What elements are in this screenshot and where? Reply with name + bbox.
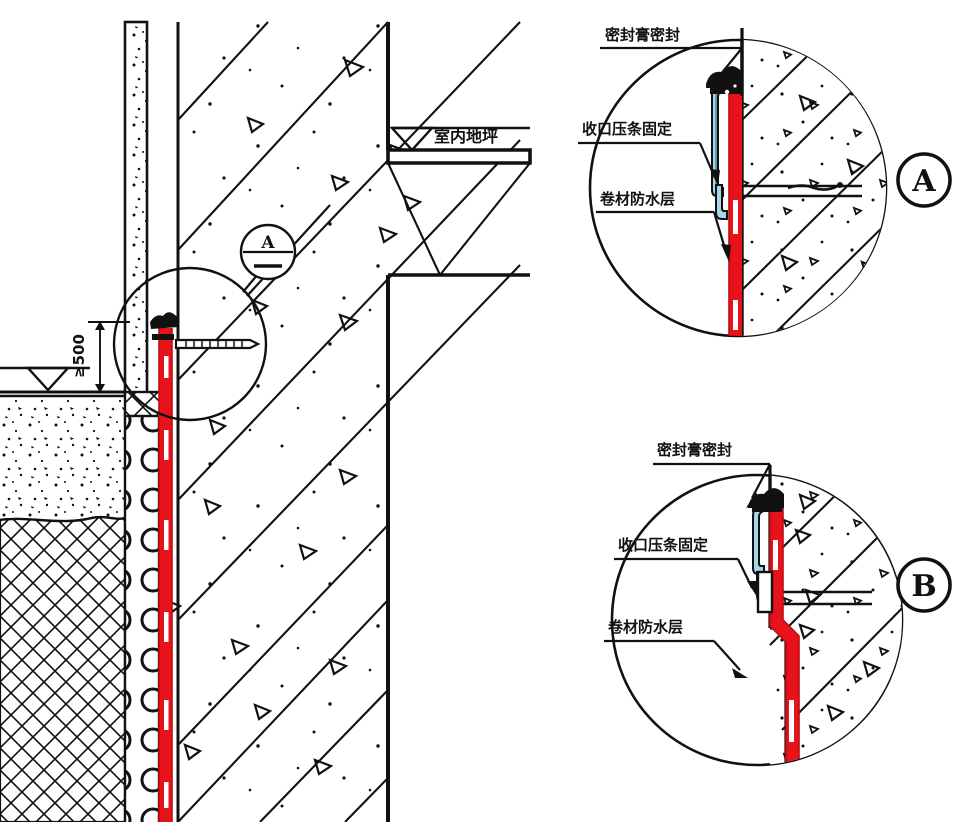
main-wall-section: 室内地坪 ≥500: [0, 20, 532, 822]
detail-b-mark-letter: B: [911, 569, 936, 604]
detail-b-membrane: [769, 502, 800, 765]
detail-b-label-sealant: 密封膏密封: [653, 441, 771, 508]
floor-level-symbol: [389, 126, 530, 152]
detail-a-label-sealant: 密封膏密封: [600, 26, 743, 88]
detail-callout-circle-a: [112, 266, 268, 422]
arrowhead: [747, 581, 758, 597]
arrowhead: [746, 492, 760, 508]
detail-marker-letter: A: [260, 233, 275, 253]
detail-b-mark: B: [896, 557, 952, 613]
dimension-500: ≥500: [70, 321, 130, 393]
detail-b-pressure-plate: [756, 570, 774, 614]
detail-a-label-membrane: 卷材防水层: [596, 190, 731, 262]
detail-a-lap-mark: [733, 200, 738, 234]
dimple-drainage-board: [123, 412, 161, 822]
detail-a-lap-mark: [733, 300, 738, 330]
detail-b-trim-bar: [752, 504, 774, 614]
detail-a-sealant-text: 密封膏密封: [605, 26, 680, 44]
detail-b-trim-text: 收口压条固定: [618, 536, 708, 554]
arrowhead: [732, 668, 748, 678]
detail-a-concrete: [742, 40, 886, 336]
detail-marker-bubble-a: A: [239, 223, 297, 281]
wall-outlines: [176, 22, 390, 822]
detail-a-fastener: [742, 182, 862, 198]
detail-a-label-trim: 收口压条固定: [578, 120, 720, 186]
exterior-soil: [0, 394, 127, 822]
detail-b-sealant-text: 密封膏密封: [657, 441, 732, 459]
detail-b-membrane-text: 卷材防水层: [607, 618, 683, 636]
concrete-wall-body: [163, 21, 521, 822]
detail-a-mark: A: [896, 152, 952, 208]
concrete-hatch: [177, 21, 521, 822]
membrane-top-sealant: [150, 312, 180, 329]
detail-a: 密封膏密封 收口压条固定 卷材防水层 A: [578, 26, 952, 338]
detail-b-lap-mark: [789, 700, 794, 742]
trim-fastener: [174, 338, 261, 350]
detail-a-trim-text: 收口压条固定: [582, 120, 672, 138]
detail-a-membrane-text: 卷材防水层: [599, 190, 675, 208]
detail-b-label-trim: 收口压条固定: [614, 536, 758, 597]
membrane-lap-marks: [164, 356, 169, 808]
detail-b: 密封膏密封 收口压条固定 卷材防水层 B: [604, 441, 952, 767]
exterior-ground-level: [0, 366, 125, 394]
backfill-hatch: [0, 517, 125, 822]
floor-level-label: 室内地坪: [434, 127, 498, 146]
wall-render-coat: [123, 20, 149, 414]
detail-a-membrane: [728, 82, 742, 336]
arrowhead: [710, 169, 720, 186]
aggregate-mark: [402, 194, 423, 212]
arrowhead: [710, 74, 725, 88]
dimension-500-label: ≥500: [70, 334, 88, 378]
arrowhead: [721, 244, 731, 262]
detail-a-mark-letter: A: [911, 164, 936, 199]
mortar-fillet: [123, 390, 163, 418]
detail-b-label-membrane: 卷材防水层: [604, 618, 748, 678]
waterproof-membrane-main: [150, 312, 180, 822]
detail-b-lap-mark: [773, 540, 778, 570]
interior-floor-slab: [386, 148, 532, 277]
